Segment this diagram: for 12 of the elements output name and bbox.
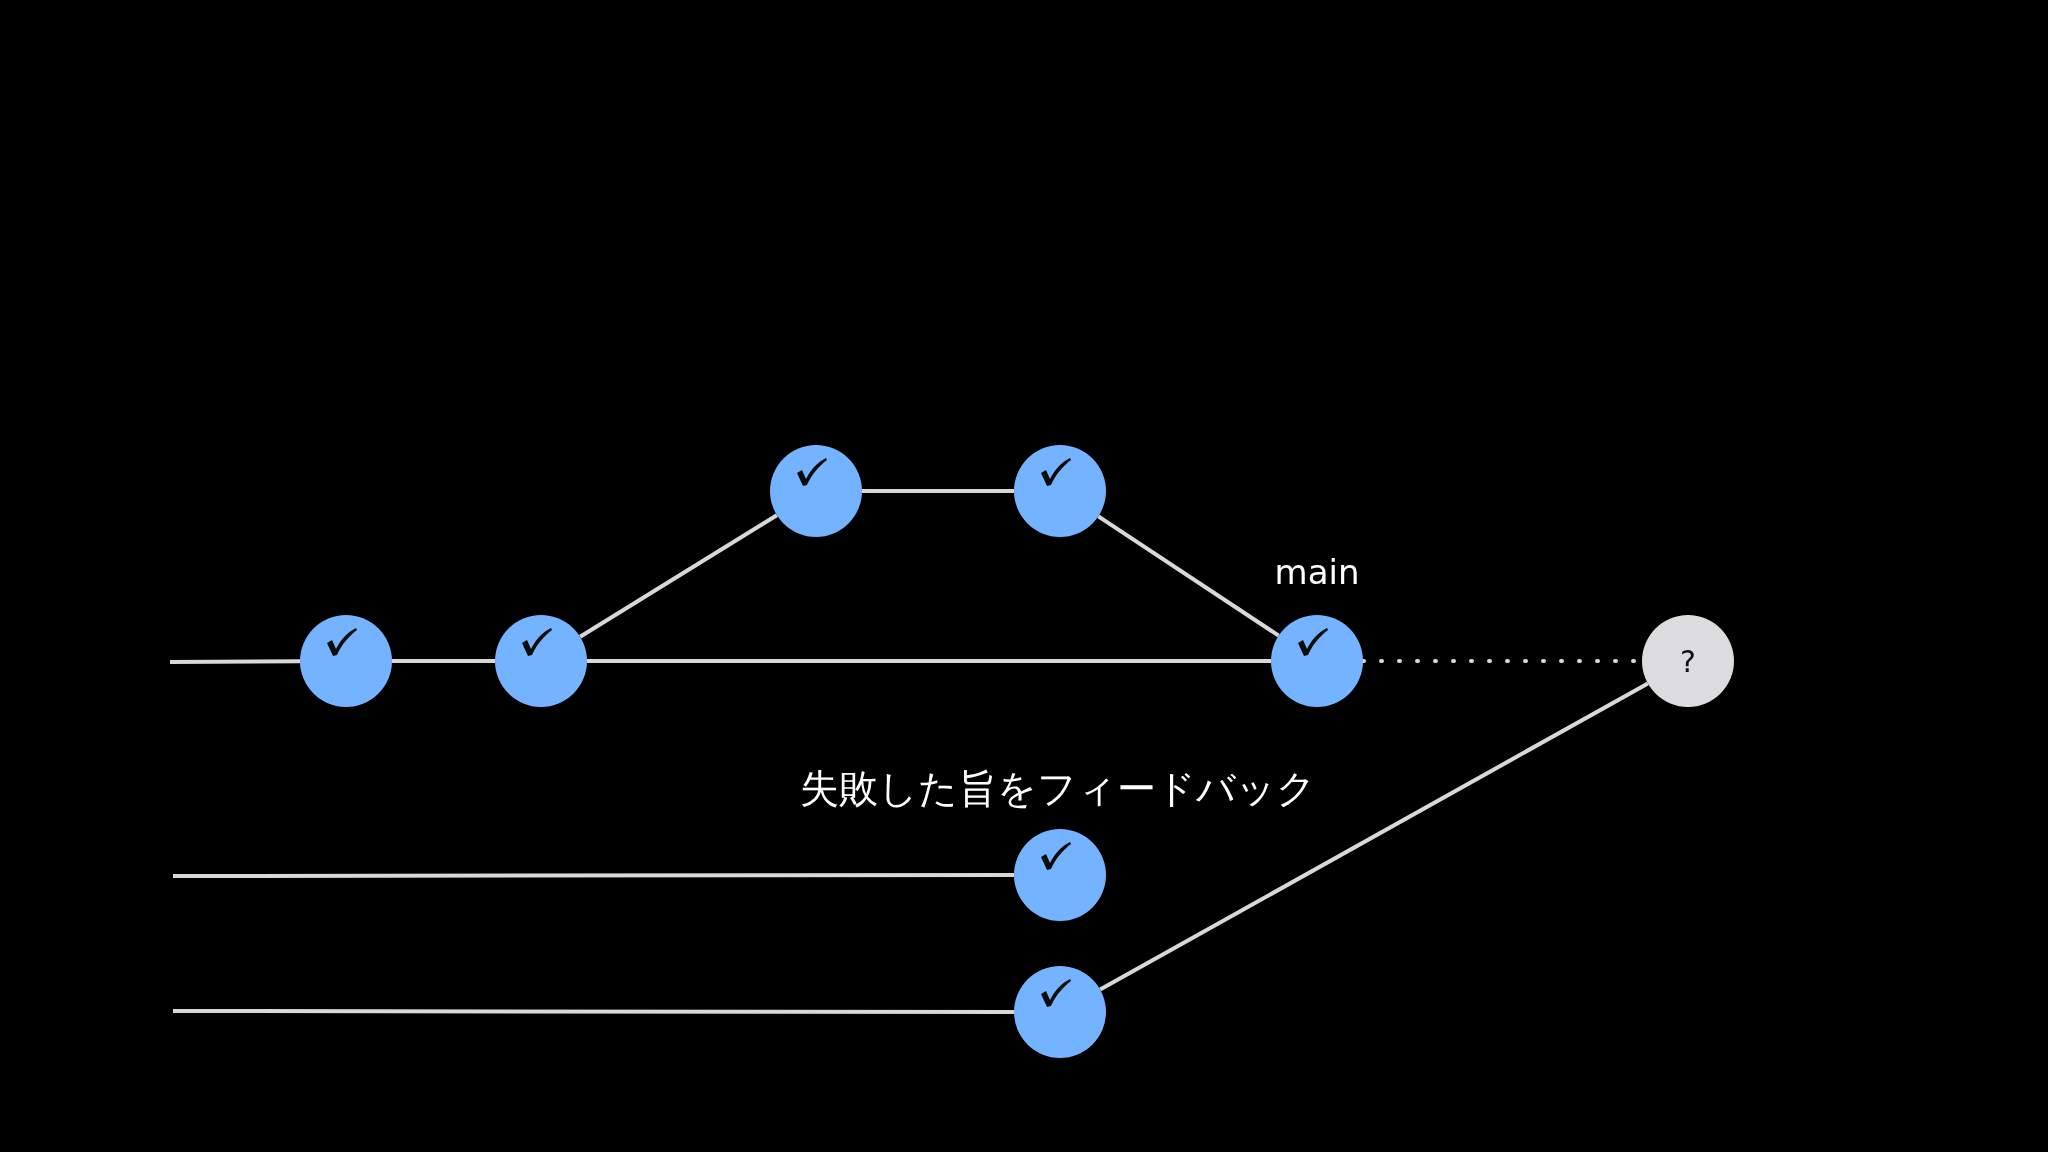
branch-line [587, 659, 1271, 663]
branch-label: main [1274, 552, 1360, 592]
branch-line [1097, 514, 1280, 638]
branch-line [862, 489, 1014, 493]
note-text: 失敗した旨をフィードバック [800, 765, 1316, 813]
node-label: ? [1680, 643, 1696, 679]
branch-line [173, 873, 1014, 878]
branch-line [173, 1009, 1014, 1014]
branch-line [392, 659, 495, 663]
branch-line [579, 513, 778, 639]
branch-line [1099, 681, 1649, 992]
branch-line [170, 659, 300, 664]
